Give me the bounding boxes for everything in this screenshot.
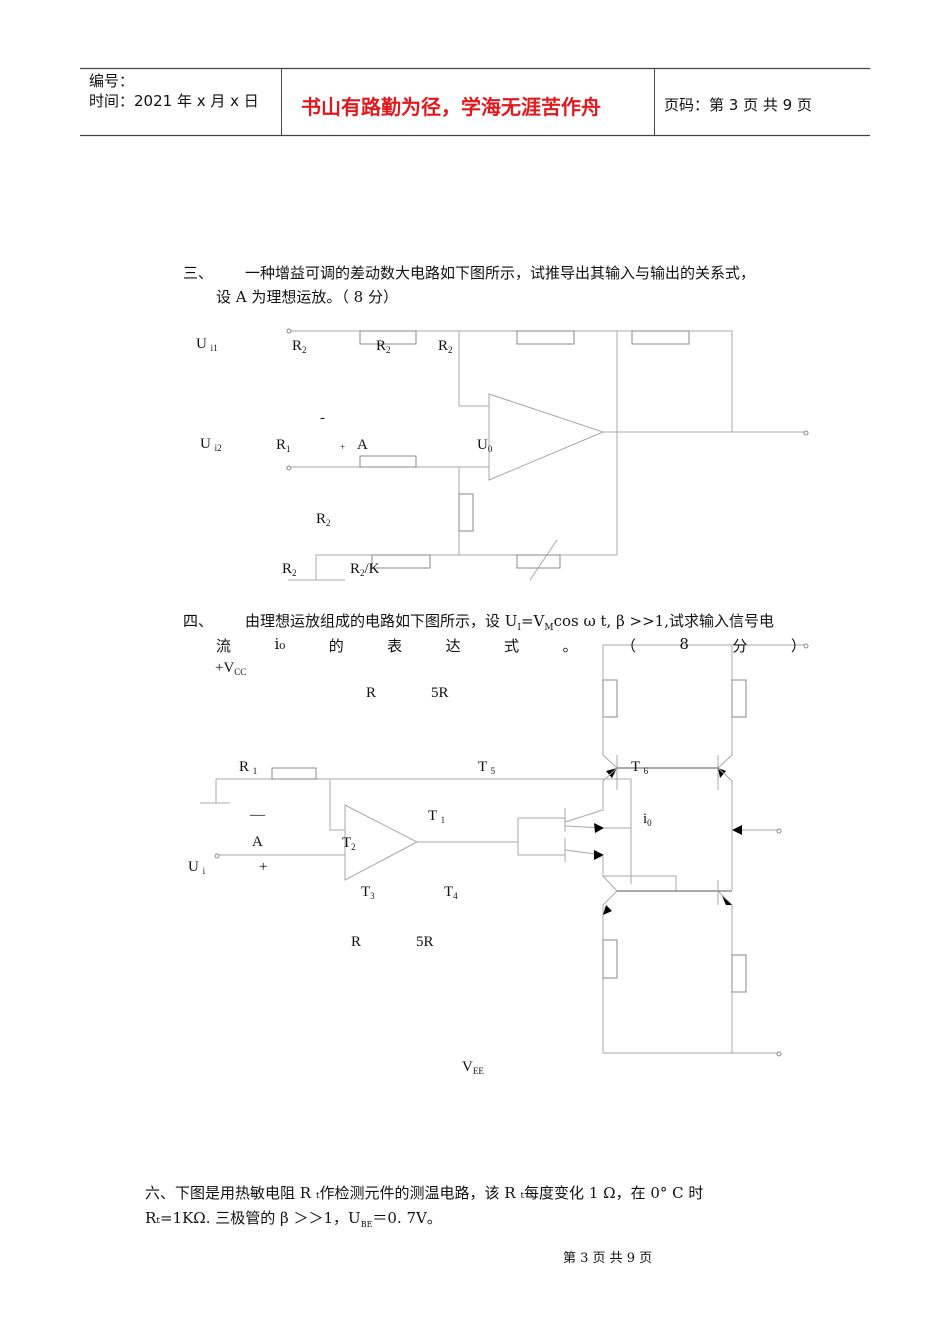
text: 达 [445,637,461,655]
circuit-diagram-2 [200,643,809,1057]
label-r2-d: R2 [316,511,331,528]
label-t6: T 6 [631,759,649,776]
question-4-line1: 由理想运放组成的电路如下图所示，设 UI=VMcos ω t, β >>1,试求… [245,612,774,633]
label-t4: T4 [444,884,458,901]
label-ui1: U i1 [196,336,218,353]
label-u0: U0 [477,437,493,454]
label-r2-a: R2 [292,338,307,355]
text: 分 [732,637,748,655]
label-vcc: +VCC [215,660,247,677]
text: 8 [679,635,689,653]
label-r2-b: R2 [376,338,391,355]
question-6-line1: 六、下图是用热敏电阻 R ₜ作检测元件的测温电路，该 R ₜ每度变化 1 Ω，在… [145,1184,704,1202]
text: 式 [504,637,520,655]
text: （ [620,637,636,655]
label-minus: - [320,410,325,426]
document-number-label: 编号： [89,72,135,90]
page-footer: 第 3 页 共 9 页 [563,1251,653,1266]
label-t5: T 5 [478,759,496,776]
text: i₀ [274,635,286,653]
label-plus: + [259,859,268,875]
label-opamp-a: A [357,437,368,453]
label-r2-over-k: R2/K [350,561,380,578]
label-t2: T2 [342,835,356,852]
label-r-bottom: R [351,934,362,950]
date-label: 时间：2021 年 x 月 x 日 [89,92,259,110]
text: 流 [216,637,232,655]
label-r1: R 1 [239,759,258,776]
label-r2-c: R2 [438,338,453,355]
label-opamp-a: A [252,834,263,850]
label-plus: + [340,442,346,452]
question-6-line2: Rₜ=1KΩ. 三极管的 β ＞＞1，UBE＝0. 7V。 [145,1209,442,1229]
label-t3: T3 [361,884,375,901]
page-info: 页码：第 3 页 共 9 页 [664,96,812,114]
label-ui: U i [188,859,206,876]
question-3-number: 三、 [183,264,214,282]
label-5r-bottom: 5R [416,934,434,950]
text: ） [790,637,806,655]
motto-text: 书山有路勤为径，学海无涯苦作舟 [301,95,601,119]
question-3-line1: 一种增益可调的差动数大电路如下图所示，试推导出其输入与输出的关系式， [245,264,756,282]
question-4-number: 四、 [183,612,214,630]
text: 。 [562,637,578,655]
label-r-top: R [366,685,377,701]
label-5r-top: 5R [431,685,449,701]
label-t1: T 1 [428,808,446,825]
circuit-diagram-1 [286,328,809,581]
label-ui2: U i2 [200,436,222,453]
label-i0: i0 [643,811,652,828]
question-4-line2: 流 i₀ 的 表 达 式 。 （ 8 分 ） [216,635,806,656]
text: 表 [387,637,403,655]
text: 的 [328,637,344,655]
label-r2-e: R2 [282,561,297,578]
label-r1: R1 [276,437,291,454]
question-3-line2: 设 A 为理想运放。（ 8 分） [216,288,398,306]
label-vee: VEE [462,1059,484,1076]
label-minus: — [250,807,265,823]
